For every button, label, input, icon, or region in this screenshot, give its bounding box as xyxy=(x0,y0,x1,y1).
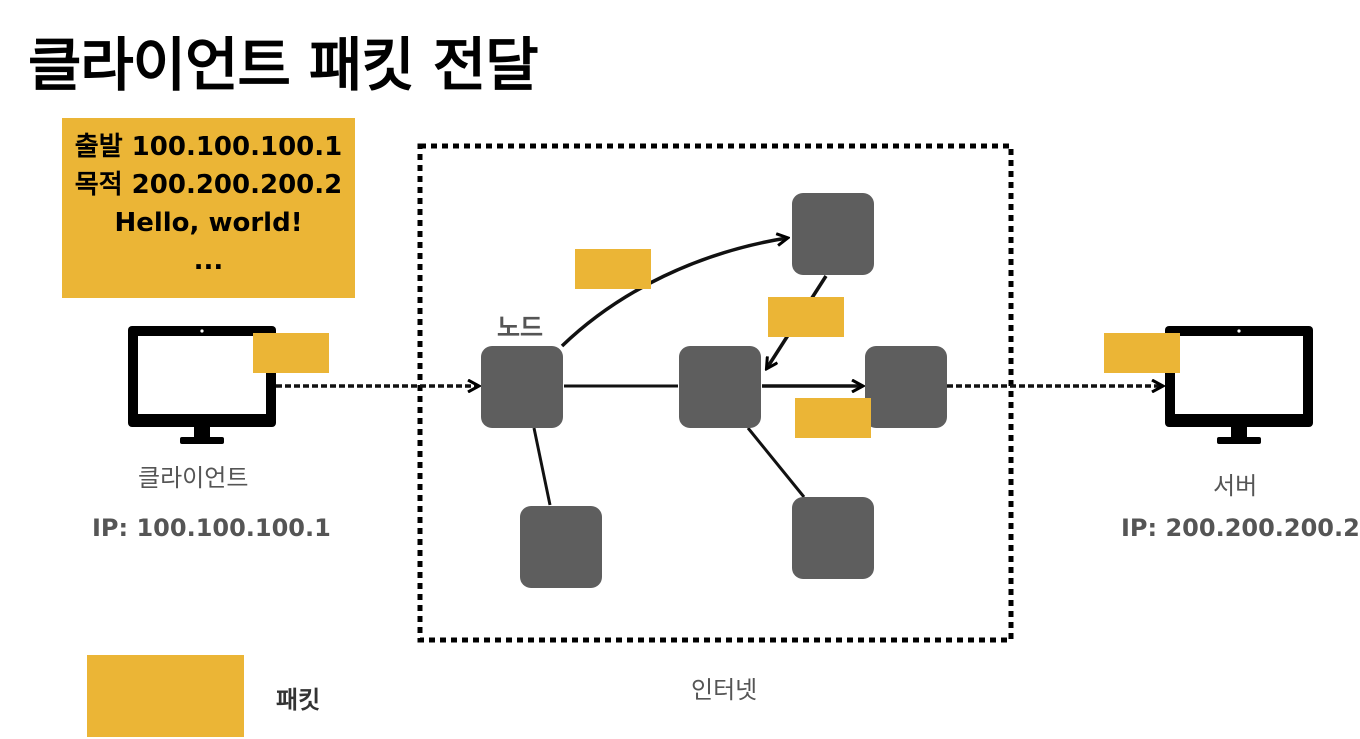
packet-ellipsis: ... xyxy=(193,246,224,276)
packet-at-server xyxy=(1104,333,1180,373)
packet-payload: Hello, world! xyxy=(114,208,303,238)
page-title: 클라이언트 패킷 전달 xyxy=(28,31,539,99)
client-ip: IP: 100.100.100.1 xyxy=(92,514,331,542)
node-4 xyxy=(865,346,947,428)
packet-on-curve xyxy=(575,249,651,289)
packet-at-client xyxy=(253,333,329,373)
server-label: 서버 xyxy=(1213,472,1258,500)
link-node3-node6 xyxy=(746,427,806,498)
node-1 xyxy=(481,346,563,428)
packet-near-node4 xyxy=(795,398,871,438)
legend-packet-swatch xyxy=(87,655,244,737)
node-6 xyxy=(792,497,874,579)
client-monitor-icon xyxy=(128,326,276,444)
server-ip: IP: 200.200.200.2 xyxy=(1121,514,1360,542)
client-label: 클라이언트 xyxy=(138,464,249,492)
legend-packet-label: 패킷 xyxy=(276,686,321,714)
packet-destination: 목적 200.200.200.2 xyxy=(74,170,343,200)
node-label: 노드 xyxy=(497,313,544,342)
server-monitor-icon xyxy=(1165,326,1313,444)
link-node1-node2 xyxy=(560,238,787,348)
node-2 xyxy=(792,193,874,275)
node-3 xyxy=(679,346,761,428)
packet-source: 출발 100.100.100.1 xyxy=(74,132,343,162)
internet-boundary xyxy=(417,143,1014,643)
packet-near-node2 xyxy=(768,297,844,337)
link-node1-node5 xyxy=(532,427,552,506)
node-5 xyxy=(520,506,602,588)
packet-info-box: 출발 100.100.100.1 목적 200.200.200.2 Hello,… xyxy=(62,118,355,298)
internet-label: 인터넷 xyxy=(691,676,758,704)
